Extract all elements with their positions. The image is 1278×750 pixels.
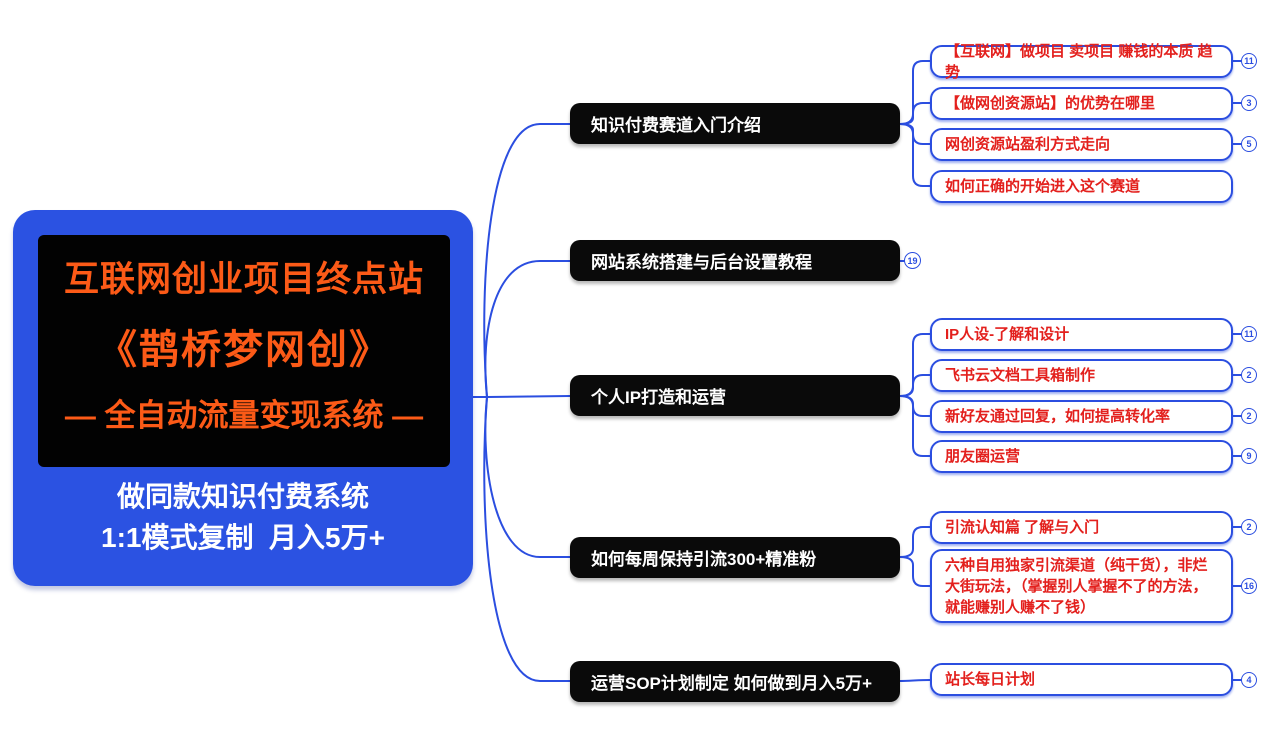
- connector-b5-c1: [899, 679, 931, 682]
- leaf-topic[interactable]: 六种自用独家引流渠道（纯干货），非烂大街玩法，（掌握别人掌握不了的方法，就能赚别…: [930, 549, 1233, 623]
- connector-b4-c1: [899, 526, 931, 558]
- count-badge[interactable]: 11: [1241, 326, 1257, 342]
- count-badge-value: 11: [1244, 56, 1254, 66]
- leaf-text: 六种自用独家引流渠道（纯干货），非烂大街玩法，（掌握别人掌握不了的方法，就能赚别…: [945, 556, 1208, 616]
- root-title-panel: 互联网创业项目终点站 《鹊桥梦网创》 — 全自动流量变现系统 —: [38, 235, 450, 467]
- leaf-topic[interactable]: 站长每日计划: [930, 663, 1233, 696]
- leaf-text: 新好友通过回复，如何提高转化率: [945, 408, 1171, 425]
- leaf-text: 站长每日计划: [945, 671, 1036, 688]
- leaf-text: 引流认知篇 了解与入门: [945, 519, 1100, 536]
- connector-b1-c4: [899, 123, 931, 187]
- branch-node-intro[interactable]: 知识付费赛道入门介绍: [570, 103, 900, 144]
- branch-label: 网站系统搭建与后台设置教程: [591, 253, 812, 272]
- connector-b1-c3: [899, 123, 931, 145]
- leaf-topic[interactable]: 网创资源站盈利方式走向: [930, 128, 1233, 161]
- branch-node-traffic[interactable]: 如何每周保持引流300+精准粉: [570, 537, 900, 578]
- count-badge[interactable]: 4: [1241, 672, 1257, 688]
- connector-b3-c1: [899, 333, 931, 397]
- root-title-line2: 《鹊桥梦网创》: [97, 328, 391, 372]
- count-badge-value: 2: [1246, 522, 1252, 532]
- leaf-text: IP人设-了解和设计: [945, 326, 1070, 343]
- connector-root-branch1: [483, 123, 571, 398]
- count-badge[interactable]: 2: [1241, 408, 1257, 424]
- leaf-topic[interactable]: 新好友通过回复，如何提高转化率: [930, 400, 1233, 433]
- branch-label: 如何每周保持引流300+精准粉: [591, 550, 817, 569]
- branch-label: 知识付费赛道入门介绍: [591, 116, 761, 135]
- count-badge[interactable]: 5: [1241, 136, 1257, 152]
- leaf-text: 如何正确的开始进入这个赛道: [945, 178, 1141, 195]
- count-badge-value: 3: [1246, 98, 1252, 108]
- connector-b1-c2: [899, 102, 931, 125]
- count-badge-value: 11: [1244, 329, 1254, 339]
- root-title-line1: 互联网创业项目终点站: [63, 260, 424, 299]
- leaf-topic[interactable]: 如何正确的开始进入这个赛道: [930, 170, 1233, 203]
- connector-b3-c2: [899, 374, 931, 397]
- root-title-line3: — 全自动流量变现系统 —: [64, 398, 424, 433]
- connector-root-branch5: [483, 396, 571, 682]
- count-badge-value: 19: [907, 255, 918, 266]
- root-subtitle-line2: 1:1模式复制 月入5万+: [101, 522, 385, 553]
- count-badge[interactable]: 16: [1241, 578, 1257, 594]
- leaf-topic[interactable]: IP人设-了解和设计: [930, 318, 1233, 351]
- branch-label: 个人IP打造和运营: [591, 388, 727, 407]
- leaf-topic[interactable]: 【互联网】做项目 卖项目 赚钱的本质 趋势: [930, 43, 1233, 81]
- connector-root-branch4: [484, 396, 571, 558]
- count-badge-value: 16: [1243, 581, 1254, 591]
- leaf-topic[interactable]: 引流认知篇 了解与入门: [930, 511, 1233, 544]
- count-badge[interactable]: 3: [1241, 95, 1257, 111]
- leaf-text: 朋友圈运营: [945, 448, 1021, 465]
- count-badge[interactable]: 11: [1241, 53, 1257, 69]
- leaf-topic[interactable]: 【做网创资源站】的优势在哪里: [930, 87, 1233, 120]
- connector-b3-c4: [899, 395, 931, 457]
- branch-label: 运营SOP计划制定 如何做到月入5万+: [591, 674, 873, 693]
- count-badge-value: 2: [1246, 411, 1252, 421]
- connector-group: [471, 60, 1242, 682]
- branch-node-personal-ip[interactable]: 个人IP打造和运营: [570, 375, 900, 416]
- leaf-text: 网创资源站盈利方式走向: [945, 136, 1111, 153]
- count-badge[interactable]: 9: [1241, 448, 1257, 464]
- count-badge[interactable]: 2: [1241, 367, 1257, 383]
- count-badge-value: 2: [1246, 370, 1252, 380]
- branch-node-website-setup[interactable]: 网站系统搭建与后台设置教程: [570, 240, 900, 281]
- branch-node-sop[interactable]: 运营SOP计划制定 如何做到月入5万+: [570, 661, 900, 702]
- count-badge-value: 5: [1246, 139, 1252, 149]
- leaf-text: 飞书云文档工具箱制作: [945, 367, 1096, 384]
- connector-b3-c3: [899, 395, 931, 417]
- connector-b4-c2: [899, 556, 931, 587]
- root-subtitle: 做同款知识付费系统 1:1模式复制 月入5万+: [13, 476, 473, 558]
- count-badge[interactable]: 19: [904, 252, 921, 269]
- connector-root-branch3: [486, 395, 571, 398]
- leaf-text: 【做网创资源站】的优势在哪里: [945, 95, 1156, 112]
- connector-root-branch2: [484, 260, 571, 398]
- root-subtitle-line1: 做同款知识付费系统: [116, 481, 369, 512]
- count-badge-value: 4: [1246, 675, 1252, 685]
- leaf-topic[interactable]: 朋友圈运营: [930, 440, 1233, 473]
- leaf-text: 【互联网】做项目 卖项目 赚钱的本质 趋势: [945, 42, 1213, 81]
- connector-b1-c1: [899, 60, 931, 125]
- count-badge[interactable]: 2: [1241, 519, 1257, 535]
- root-node[interactable]: 互联网创业项目终点站 《鹊桥梦网创》 — 全自动流量变现系统 — 做同款知识付费…: [13, 210, 473, 586]
- leaf-topic[interactable]: 飞书云文档工具箱制作: [930, 359, 1233, 392]
- count-badge-value: 9: [1246, 451, 1252, 461]
